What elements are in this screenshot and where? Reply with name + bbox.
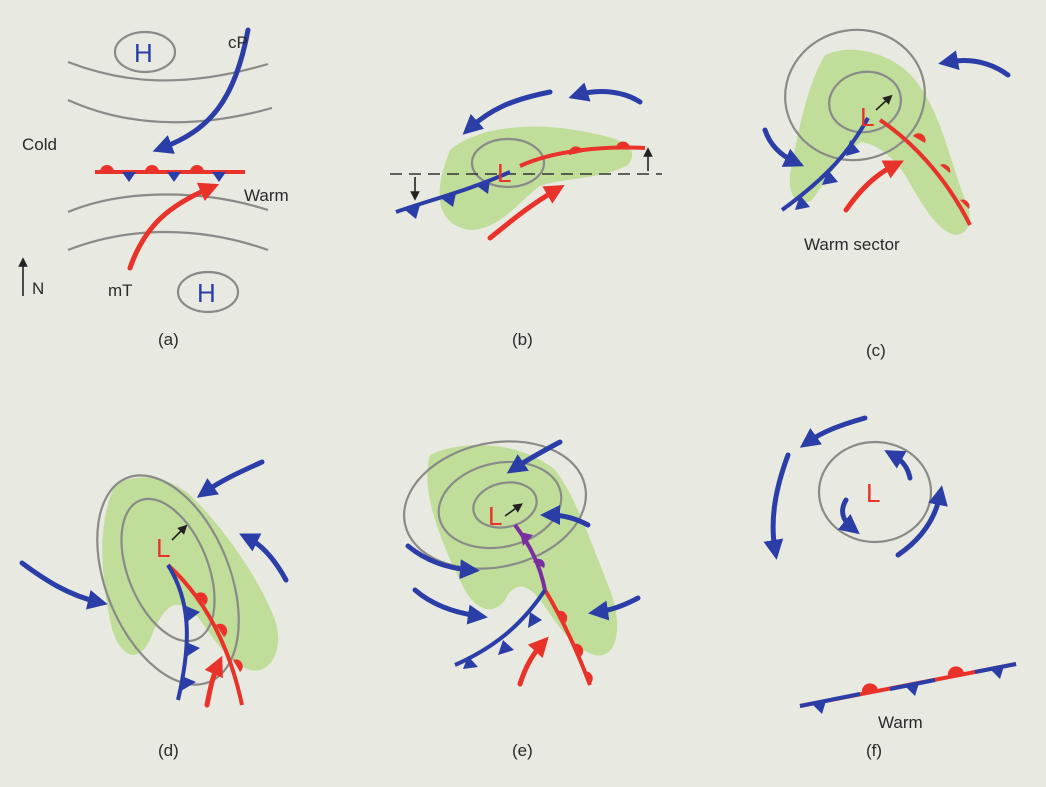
stationary-front-symbols bbox=[100, 165, 226, 182]
warm-front bbox=[166, 563, 244, 706]
isobar-high bbox=[176, 270, 240, 314]
cold-front-symbols bbox=[181, 606, 200, 691]
precipitation-area bbox=[102, 477, 279, 671]
north-label: N bbox=[32, 279, 44, 298]
warm-sector-label: Warm sector bbox=[804, 235, 900, 254]
circulation-arrow bbox=[837, 497, 860, 535]
panel-caption: (d) bbox=[158, 741, 179, 760]
warm-label: Warm bbox=[878, 713, 923, 732]
stationary-front-symbols bbox=[812, 666, 1004, 714]
isobar bbox=[402, 440, 588, 570]
cold-front bbox=[395, 170, 511, 214]
precipitation-area bbox=[427, 445, 618, 656]
low-pressure-label: L bbox=[866, 478, 880, 508]
low-pressure-label: L bbox=[860, 102, 874, 132]
cold-air-arrow bbox=[506, 439, 563, 474]
isobar bbox=[472, 481, 538, 529]
warm-air-arrow bbox=[843, 160, 904, 213]
occluded-front-symbols bbox=[520, 532, 545, 568]
warm-air-arrow bbox=[487, 185, 565, 241]
panel-d: L (d) bbox=[19, 459, 289, 760]
cold-front-symbols bbox=[463, 612, 542, 669]
occluded-front bbox=[513, 523, 547, 591]
cold-air-arrow bbox=[405, 543, 480, 580]
isobar bbox=[828, 70, 902, 134]
warm-label: Warm bbox=[244, 186, 289, 205]
cold-air-arrow bbox=[196, 459, 265, 498]
warm-front-symbols bbox=[196, 592, 243, 672]
isobar bbox=[784, 28, 926, 162]
cold-air-arrow bbox=[895, 485, 948, 558]
cold-front bbox=[780, 117, 870, 212]
panel-caption: (b) bbox=[512, 330, 533, 349]
isobar bbox=[437, 460, 563, 550]
cold-air-arrow bbox=[152, 27, 251, 154]
low-motion-arrow-icon bbox=[504, 503, 523, 517]
panel-a: H H cP Cold Warm mT N (a) bbox=[18, 27, 289, 349]
low-motion-arrow-icon bbox=[875, 94, 893, 111]
warm-front bbox=[878, 118, 972, 226]
cold-air-arrow bbox=[799, 415, 868, 448]
panel-caption: (c) bbox=[866, 341, 886, 360]
isobar bbox=[470, 137, 546, 189]
isobar bbox=[67, 98, 273, 124]
panel-caption: (a) bbox=[158, 330, 179, 349]
panel-caption: (e) bbox=[512, 741, 533, 760]
high-pressure-label: H bbox=[134, 38, 153, 68]
mt-label: mT bbox=[108, 281, 133, 300]
cold-air-arrow bbox=[19, 560, 108, 610]
warm-front-symbols bbox=[568, 141, 630, 155]
cold-air-arrow bbox=[568, 82, 643, 105]
cold-air-arrow bbox=[412, 587, 488, 625]
cold-air-arrow bbox=[540, 505, 591, 528]
isobar-high bbox=[113, 30, 177, 74]
panel-f: L Warm (f) bbox=[763, 415, 1017, 760]
warm-front-symbols bbox=[913, 133, 970, 209]
low-motion-arrow-icon bbox=[171, 524, 188, 541]
cold-label: Cold bbox=[22, 135, 57, 154]
cold-air-arrow bbox=[763, 452, 791, 560]
cold-air-arrow bbox=[588, 595, 641, 621]
low-pressure-label: L bbox=[156, 533, 170, 563]
low-pressure-label: L bbox=[497, 158, 511, 188]
warm-front-symbols bbox=[556, 610, 593, 684]
panel-c: L Warm sector (c) bbox=[762, 28, 1011, 360]
stationary-front bbox=[799, 692, 861, 708]
isobar bbox=[96, 474, 240, 686]
cp-label: cP bbox=[228, 33, 248, 52]
isobar bbox=[120, 497, 216, 643]
isobar bbox=[67, 193, 269, 214]
cold-front-symbols bbox=[795, 140, 860, 210]
warm-air-arrow bbox=[127, 182, 220, 271]
precipitation-area bbox=[789, 49, 970, 235]
circulation-arrow bbox=[884, 450, 913, 481]
cold-air-arrow bbox=[462, 89, 553, 135]
cold-front-symbols bbox=[405, 180, 490, 219]
cold-air-arrow bbox=[239, 533, 289, 583]
cold-air-arrow bbox=[762, 127, 805, 167]
warm-air-arrow bbox=[204, 655, 223, 708]
warm-air-arrow bbox=[517, 636, 549, 687]
cold-air-arrow bbox=[938, 50, 1011, 78]
panel-b: L (b) bbox=[390, 82, 662, 349]
panel-e: L (e) bbox=[402, 439, 641, 760]
isobar bbox=[67, 230, 269, 252]
high-pressure-label: H bbox=[197, 278, 216, 308]
panel-caption: (f) bbox=[866, 741, 882, 760]
low-pressure-label: L bbox=[488, 501, 502, 531]
